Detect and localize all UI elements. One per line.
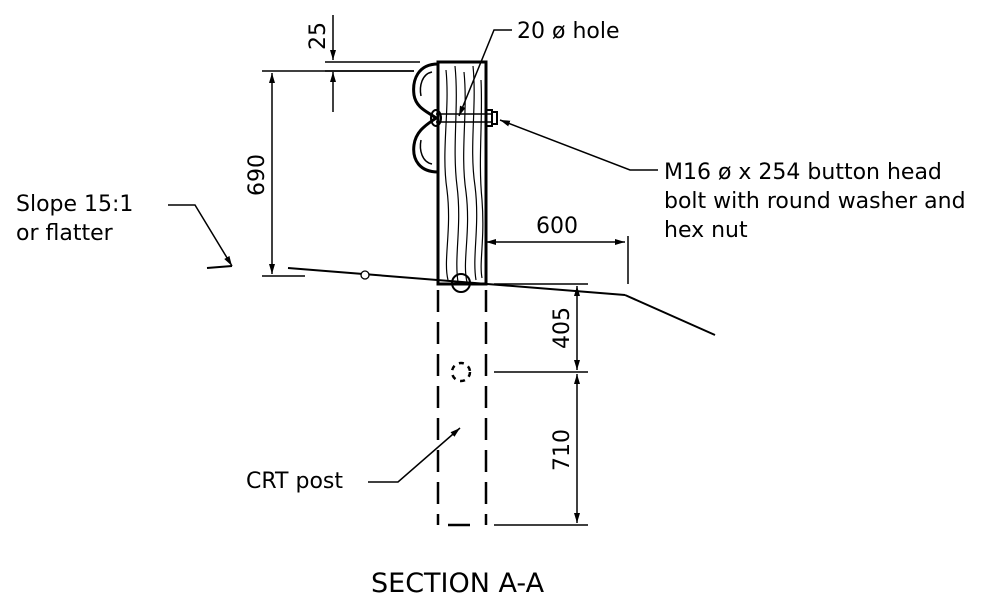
bolt-label-line1: M16 ø x 254 button head: [664, 160, 942, 185]
dimension-600: [486, 236, 629, 284]
bolt-label-line2: bolt with round washer and: [664, 189, 966, 214]
post-label: CRT post: [246, 469, 343, 494]
section-title: SECTION A-A: [371, 568, 545, 598]
slope-label-line1: Slope 15:1: [16, 192, 133, 217]
timber-post: [436, 60, 488, 293]
slope-label-line2: or flatter: [16, 221, 114, 246]
dim-text-690: 690: [245, 154, 270, 196]
dim-text-25: 25: [306, 22, 331, 50]
dimension-25: [325, 15, 420, 112]
dim-text-600: 600: [536, 214, 578, 239]
bolt-label-line3: hex nut: [664, 218, 748, 243]
embedded-post: [436, 290, 488, 527]
dimension-690: [262, 70, 414, 277]
dim-text-405: 405: [550, 307, 575, 349]
dimension-405-710: [494, 283, 588, 526]
bolt: [430, 109, 498, 127]
dim-text-710: 710: [550, 429, 575, 471]
hole-label: 20 ø hole: [517, 19, 620, 44]
leader-lines: [168, 29, 658, 483]
ground-line: [206, 265, 716, 336]
w-beam-rail: [412, 62, 439, 174]
